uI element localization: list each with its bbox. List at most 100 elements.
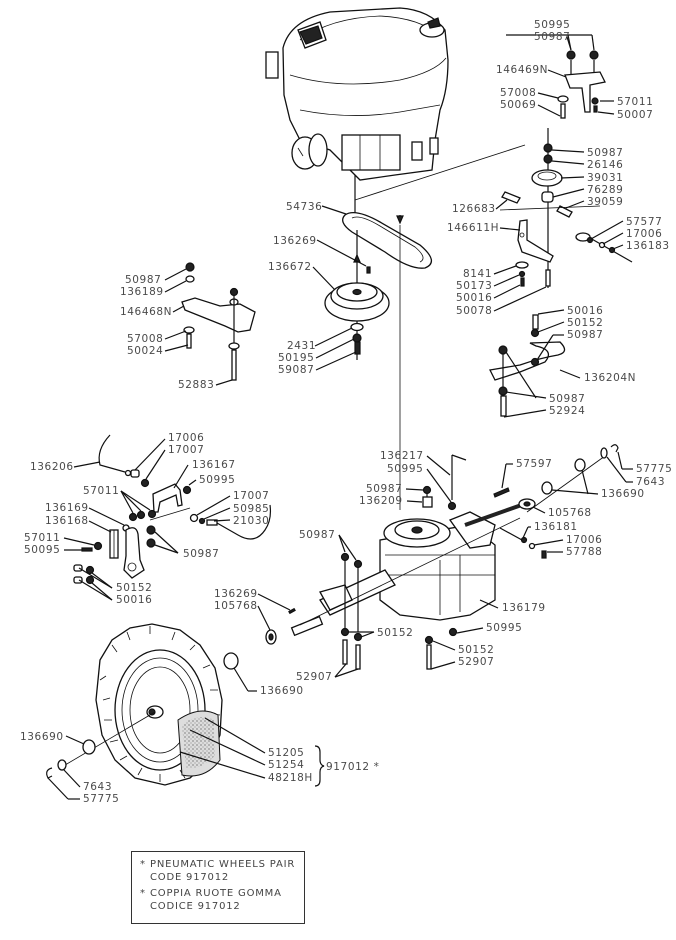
note-code-en: CODE 917012: [150, 872, 230, 883]
label-50995: 50995: [387, 463, 423, 475]
label-52924: 52924: [549, 405, 585, 417]
label-50173: 50173: [456, 280, 492, 292]
group-bracket: [314, 745, 325, 787]
label-57775: 57775: [636, 463, 672, 475]
label-51254: 51254: [268, 759, 304, 771]
label-51205: 51205: [268, 747, 304, 759]
label-50987: 50987: [299, 529, 335, 541]
label-21030: 21030: [233, 515, 269, 527]
label-50987: 50987: [366, 483, 402, 495]
label-50987: 50987: [567, 329, 603, 341]
label-50195: 50195: [278, 352, 314, 364]
label-57011: 57011: [24, 532, 60, 544]
label-136169: 136169: [45, 502, 89, 514]
label-50069: 50069: [500, 99, 536, 111]
label-136206: 136206: [30, 461, 74, 473]
label-50024: 50024: [127, 345, 163, 357]
label-50987: 50987: [587, 147, 623, 159]
label-17006: 17006: [168, 432, 204, 444]
label-17006: 17006: [566, 534, 602, 546]
label-50995: 50995: [199, 474, 235, 486]
label-50152: 50152: [377, 627, 413, 639]
label-2431: 2431: [287, 340, 316, 352]
label-126683: 126683: [452, 203, 496, 215]
engine: [265, 7, 449, 215]
label-57597: 57597: [516, 458, 552, 470]
note-asterisk: *: [140, 888, 146, 899]
guard-assembly: [489, 314, 566, 417]
label-50016: 50016: [116, 594, 152, 606]
label-105768: 105768: [548, 507, 592, 519]
label-50007: 50007: [617, 109, 653, 121]
label-50995: 50995: [534, 19, 570, 31]
wheel-assembly: [46, 623, 223, 786]
label-57011: 57011: [83, 485, 119, 497]
label-59087: 59087: [278, 364, 314, 376]
label-136672: 136672: [268, 261, 312, 273]
label-50987: 50987: [183, 548, 219, 560]
label-136690: 136690: [260, 685, 304, 697]
note-line-en: PNEUMATIC WHEELS PAIR: [150, 859, 296, 870]
label-136167: 136167: [192, 459, 236, 471]
label-50152: 50152: [116, 582, 152, 594]
label-50152: 50152: [567, 317, 603, 329]
label-50016: 50016: [567, 305, 603, 317]
note-code-it: CODICE 917012: [150, 901, 241, 912]
label-136209: 136209: [359, 495, 403, 507]
label-57775: 57775: [83, 793, 119, 805]
pulley-belt-assembly: [324, 212, 432, 360]
label-7643: 7643: [636, 476, 665, 488]
label-8141: 8141: [463, 268, 492, 280]
label-136269: 136269: [273, 235, 317, 247]
label-50985: 50985: [233, 503, 269, 515]
label-57577: 57577: [626, 216, 662, 228]
engine-bracket-group: [506, 34, 606, 119]
idler-assembly: [354, 128, 633, 288]
label-917012: 917012 *: [326, 761, 379, 773]
note-box: * PNEUMATIC WHEELS PAIR CODE 917012 * COPP…: [131, 851, 305, 924]
label-50987: 50987: [125, 274, 161, 286]
label-57008: 57008: [127, 333, 163, 345]
transmission: [223, 225, 619, 670]
label-50095: 50095: [24, 544, 60, 556]
label-57008: 57008: [500, 87, 536, 99]
label-136189: 136189: [120, 286, 164, 298]
left-bracket-group: [181, 262, 256, 381]
label-50016: 50016: [456, 292, 492, 304]
label-136183: 136183: [626, 240, 670, 252]
label-136168: 136168: [45, 515, 89, 527]
label-57011: 57011: [617, 96, 653, 108]
label-17007: 17007: [233, 490, 269, 502]
label-26146: 26146: [587, 159, 623, 171]
label-57788: 57788: [566, 546, 602, 558]
label-50078: 50078: [456, 305, 492, 317]
label-17007: 17007: [168, 444, 204, 456]
label-39031: 39031: [587, 172, 623, 184]
label-7643: 7643: [83, 781, 112, 793]
label-52883: 52883: [178, 379, 214, 391]
note-line-it: COPPIA RUOTE GOMMA: [150, 888, 282, 899]
label-48218H: 48218H: [268, 772, 313, 784]
label-50987: 50987: [549, 393, 585, 405]
label-105768: 105768: [214, 600, 258, 612]
label-76289: 76289: [587, 184, 623, 196]
label-136217: 136217: [380, 450, 424, 462]
label-50987: 50987: [534, 31, 570, 43]
cable-lever-assembly: [73, 434, 272, 585]
label-50152: 50152: [458, 644, 494, 656]
label-50995: 50995: [486, 622, 522, 634]
label-52907: 52907: [296, 671, 332, 683]
label-52907: 52907: [458, 656, 494, 668]
label-136269: 136269: [214, 588, 258, 600]
note-asterisk: *: [140, 859, 146, 870]
label-136179: 136179: [502, 602, 546, 614]
label-136204N: 136204N: [584, 372, 636, 384]
label-146611H: 146611H: [447, 222, 499, 234]
label-17006: 17006: [626, 228, 662, 240]
label-136690: 136690: [601, 488, 645, 500]
label-136181: 136181: [534, 521, 578, 533]
label-146468N: 146468N: [120, 306, 172, 318]
label-39059: 39059: [587, 196, 623, 208]
label-146469N: 146469N: [496, 64, 548, 76]
